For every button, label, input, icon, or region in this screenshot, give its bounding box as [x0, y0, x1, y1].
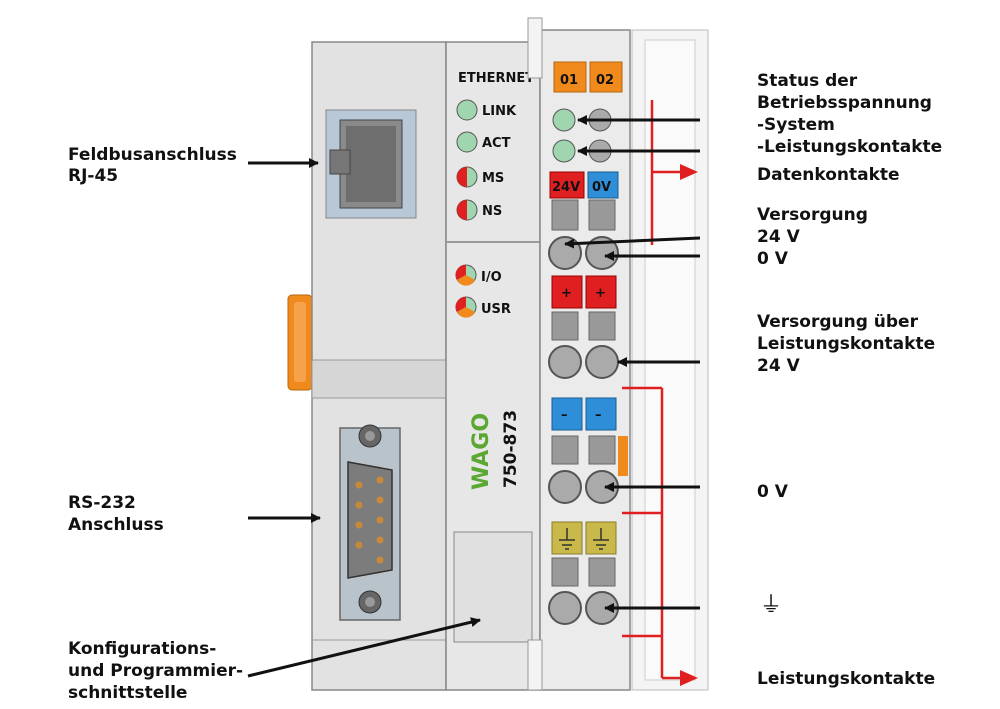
label-status-4: -Leistungskontakte	[757, 137, 942, 157]
led-io-label: I/O	[481, 270, 502, 285]
led-ns-label: NS	[482, 204, 502, 219]
rj45-port[interactable]	[325, 109, 417, 219]
label-feldbus-2: RJ-45	[68, 166, 118, 186]
status-led-system	[552, 108, 576, 132]
side-clip	[287, 294, 313, 391]
leistungskontakte-arrowhead	[680, 670, 698, 686]
tag-plus-1-text: +	[561, 286, 572, 301]
tag-plus-1	[551, 275, 583, 309]
clamp-row-2[interactable]	[548, 311, 619, 379]
label-rs232-2: Anschluss	[68, 515, 164, 535]
label-konfig-2: und Programmier-	[68, 661, 243, 681]
label-status-1: Status der	[757, 71, 858, 91]
label-konfig-1: Konfigurations-	[68, 639, 216, 659]
label-status-2: Betriebsspannung	[757, 93, 932, 113]
ground-icon: ⏚	[760, 593, 782, 618]
label-leistungskontakte: Leistungskontakte	[757, 669, 935, 689]
led-link-label: LINK	[482, 104, 517, 119]
datenkontakte-arrowhead	[680, 164, 698, 180]
label-konfig-3: schnittstelle	[68, 683, 187, 703]
marker-tag-01	[553, 61, 587, 93]
label-zero-v: 0 V	[757, 482, 789, 502]
tag-24v-text: 24V	[552, 180, 580, 195]
led-usr	[455, 296, 477, 318]
marker-tag-02	[589, 61, 623, 93]
led-link	[456, 99, 478, 121]
led-act	[456, 131, 478, 153]
label-status-3: -System	[757, 115, 835, 135]
led-usr-label: USR	[481, 302, 511, 317]
ground-icon-tag-1	[559, 528, 575, 550]
tag-minus-1-text: –	[561, 408, 568, 423]
label-vlk-3: 24 V	[757, 356, 801, 376]
tag-minus-2	[585, 397, 617, 431]
label-vlk-1: Versorgung über	[757, 312, 919, 332]
tag-0v	[587, 171, 619, 199]
wago-logo: WAGO	[469, 413, 494, 490]
label-versorgung-3: 0 V	[757, 249, 789, 269]
led-ns	[456, 199, 478, 221]
clamp-row-3[interactable]	[548, 435, 619, 504]
led-ms-label: MS	[482, 171, 504, 186]
tag-24v	[549, 171, 585, 199]
ground-icon-tag-2	[593, 528, 609, 550]
marker-tag-02-text: 02	[596, 73, 614, 88]
tag-0v-text: 0V	[592, 180, 611, 195]
label-vlk-2: Leistungskontakte	[757, 334, 935, 354]
label-versorgung-1: Versorgung	[757, 205, 868, 225]
din-rail	[631, 29, 709, 691]
rs232-connector[interactable]	[339, 424, 401, 621]
pointer-arrows	[247, 115, 701, 678]
clamp-row-1[interactable]	[548, 199, 619, 270]
led-io	[455, 264, 477, 286]
led-ms	[456, 166, 478, 188]
label-rs232-1: RS-232	[68, 493, 136, 513]
label-feldbus-1: Feldbusanschluss	[68, 145, 237, 165]
tag-minus-1	[551, 397, 583, 431]
led-act-label: ACT	[482, 136, 511, 151]
tag-plus-2	[585, 275, 617, 309]
label-datenkontakte: Datenkontakte	[757, 165, 900, 185]
ethernet-label: ETHERNET	[458, 71, 534, 86]
orange-tab	[618, 436, 628, 476]
tag-minus-2-text: –	[595, 408, 602, 423]
status-led-power	[552, 139, 576, 163]
model-number: 750-873	[501, 410, 521, 488]
label-versorgung-2: 24 V	[757, 227, 801, 247]
marker-tag-01-text: 01	[560, 73, 578, 88]
tag-plus-2-text: +	[595, 286, 606, 301]
